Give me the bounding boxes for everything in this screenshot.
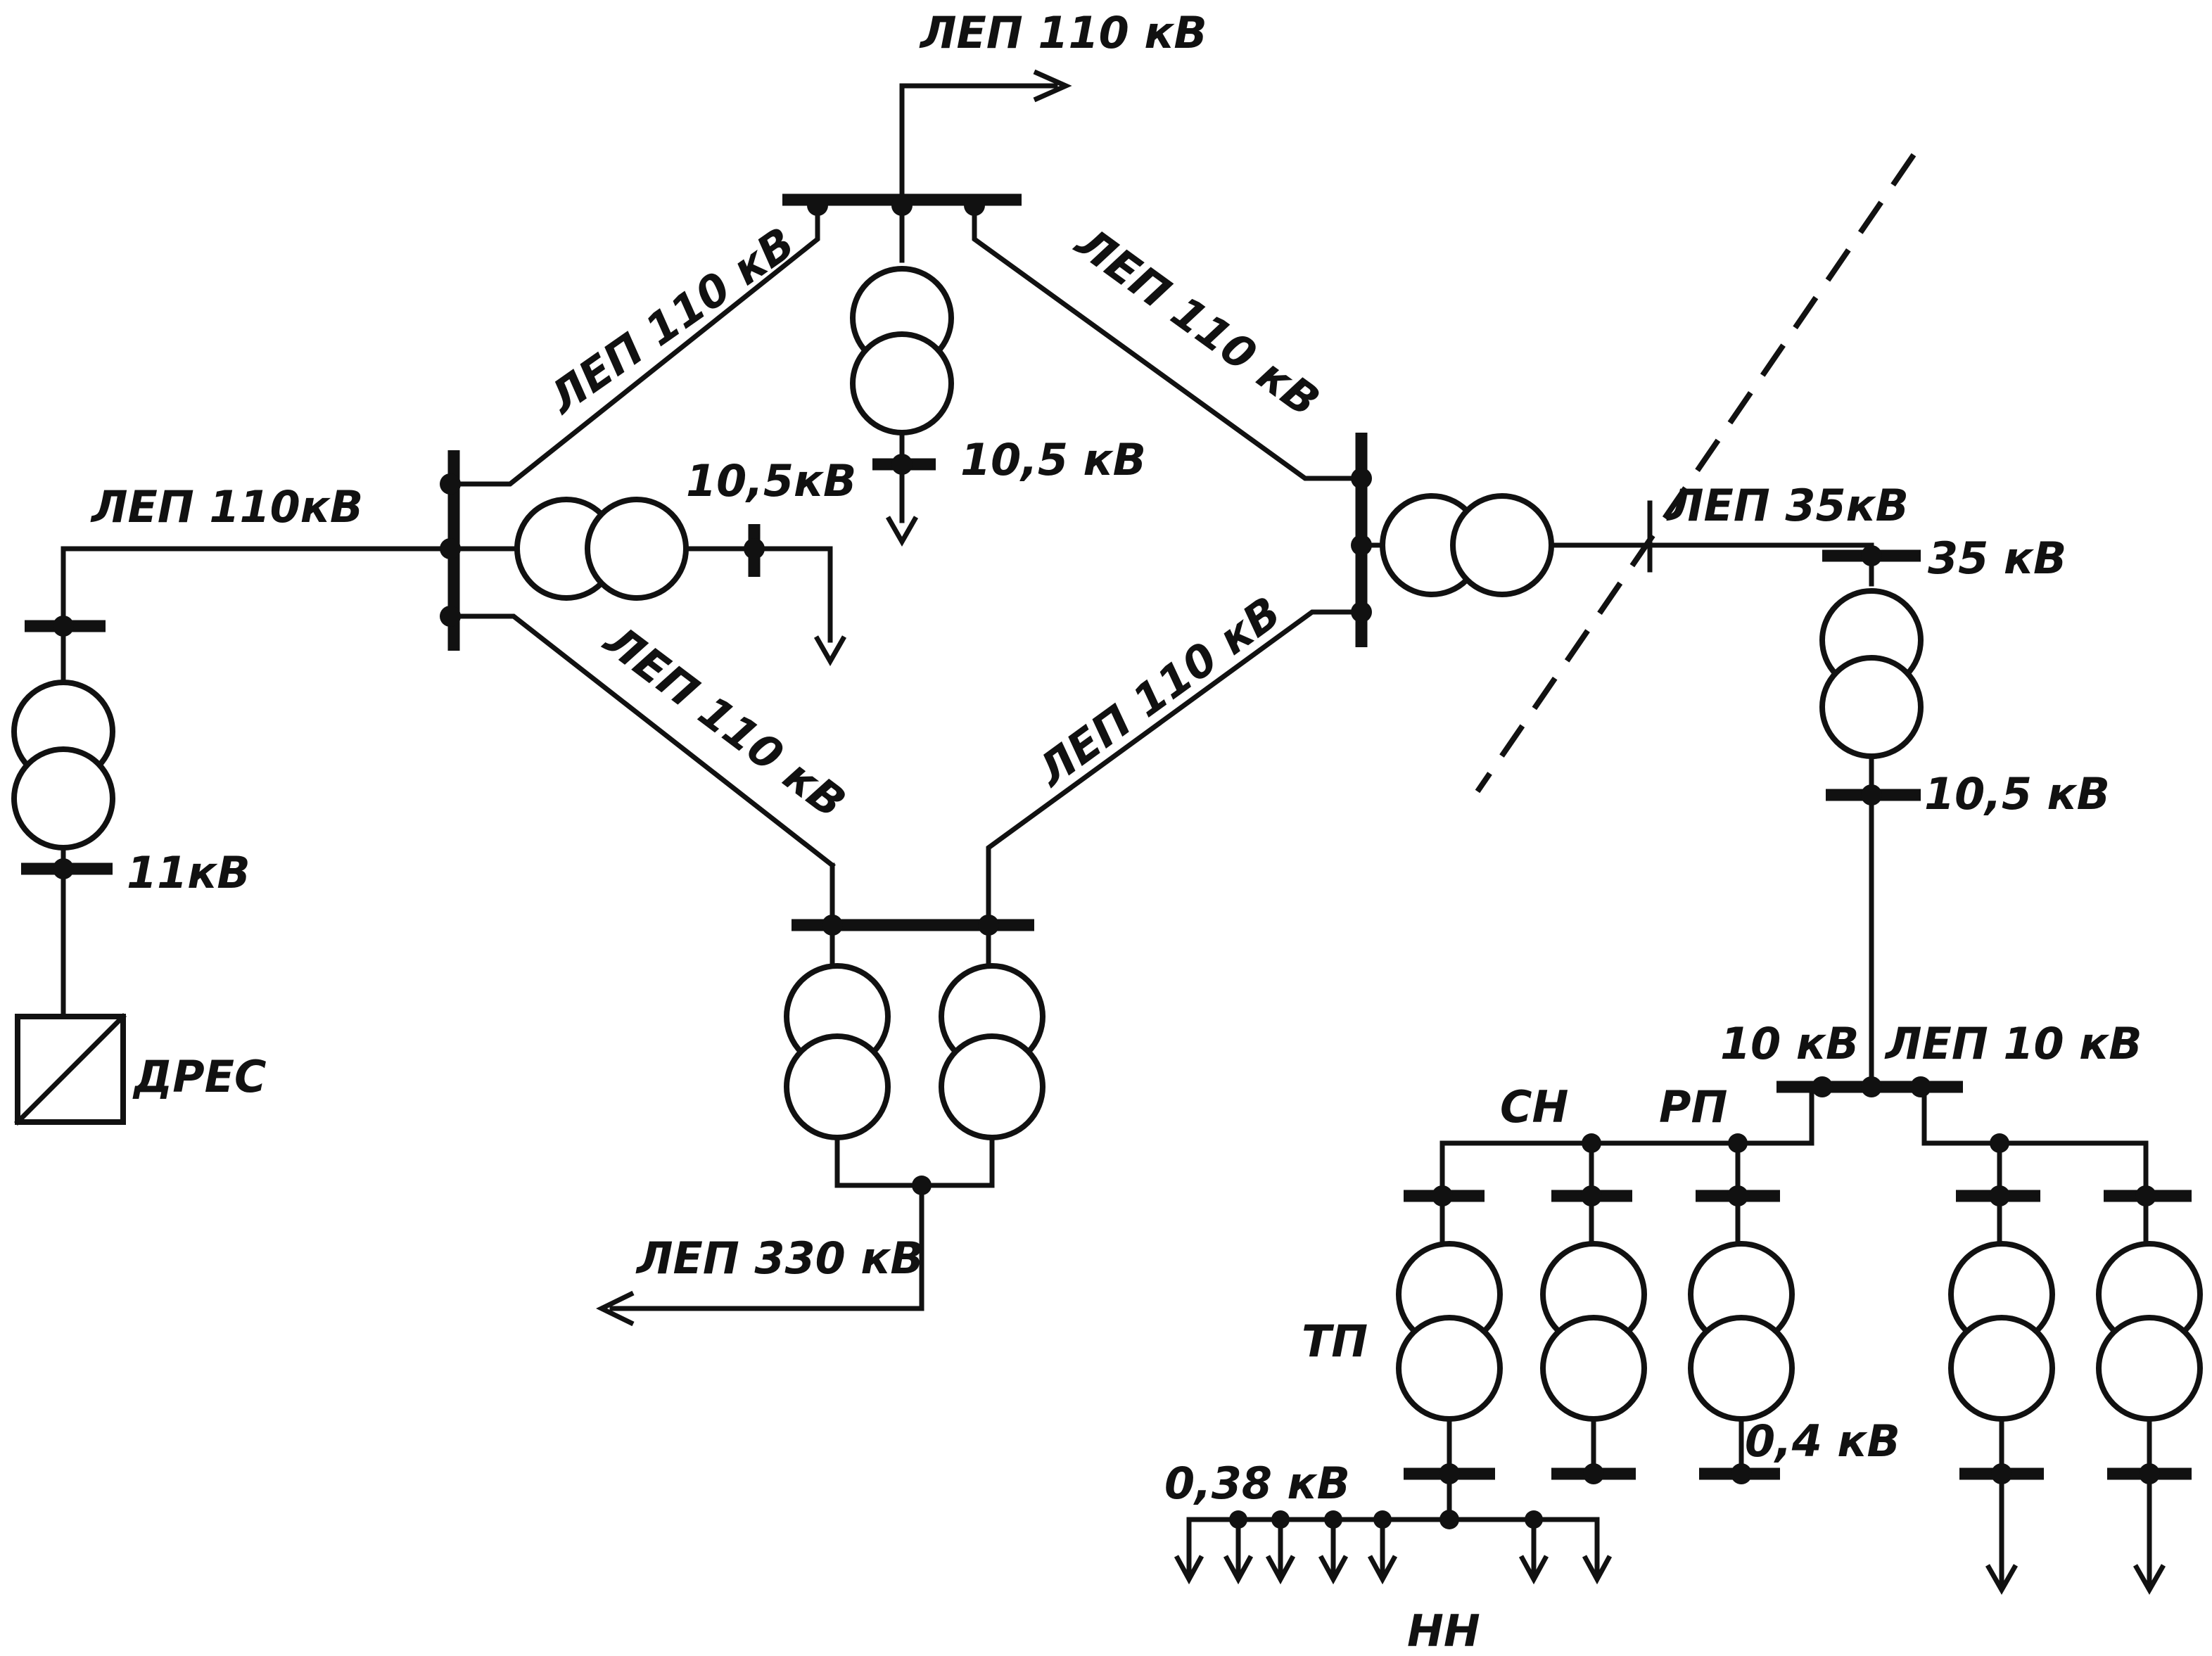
dres-transformer-lower-coil: [11, 746, 115, 851]
label-lep10: ЛЕП 10 кВ: [1884, 1018, 2142, 1069]
label-dres: ДРЕС: [132, 1051, 267, 1102]
sn-transformer-lower-coil: [1540, 1315, 1647, 1422]
right2-transformer-lower-coil: [2096, 1315, 2203, 1422]
bottom-transformer-1-lower-coil: [784, 1033, 891, 1140]
right-substation: [1351, 433, 1924, 1090]
label-tp: ТП: [1302, 1316, 1368, 1367]
line-top-to-right: [972, 203, 1364, 481]
label-nn: НН: [1407, 1605, 1480, 1656]
label-lep110-left: ЛЕП 110кВ: [90, 481, 363, 533]
dres-branch: [11, 546, 457, 1126]
label-0-38kv: 0,38 кВ: [1164, 1458, 1350, 1509]
top-substation: [782, 69, 1072, 547]
left-transformer-coil-2: [585, 497, 689, 601]
bottom-substation: [596, 862, 1045, 1327]
bottom-transformer-2-lower-coil: [939, 1033, 1045, 1140]
label-11kv: 11кВ: [127, 847, 250, 898]
line-right-to-bottom: [986, 609, 1364, 868]
top-outgoing-line: [899, 83, 1058, 203]
line-left-to-bottom: [451, 613, 836, 869]
label-sn: СН: [1500, 1081, 1568, 1133]
label-lep110-top: ЛЕП 110 кВ: [919, 7, 1207, 58]
top-transformer-lower-coil: [850, 331, 954, 435]
label-lep110-upper-left: ЛЕП 110 кВ: [538, 217, 803, 425]
label-lep110-upper-right: ЛЕП 110 кВ: [1066, 216, 1329, 427]
line-left-to-top: [451, 203, 820, 487]
boundary-dashed-line: [1475, 153, 1917, 794]
label-lep35: ЛЕП 35кВ: [1666, 480, 1909, 531]
distribution-10kv: [1174, 1076, 2203, 1596]
label-lep330: ЛЕП 330 кВ: [635, 1233, 924, 1284]
label-10-5kv-right: 10,5 кВ: [1924, 768, 2110, 820]
tp-transformer-lower-coil: [1396, 1315, 1503, 1422]
label-10kv: 10 кВ: [1720, 1018, 1859, 1069]
right1-transformer-lower-coil: [1948, 1315, 2055, 1422]
label-10-5kv-top: 10,5 кВ: [960, 434, 1146, 485]
label-10-5kv-mid: 10,5кВ: [686, 455, 856, 507]
nn-consumer-arrows: [1174, 1520, 1613, 1585]
label-0-4kv: 0,4 кВ: [1745, 1415, 1900, 1467]
rp-transformer-lower-coil: [1688, 1315, 1795, 1422]
right-transformer-coil-2: [1450, 493, 1554, 597]
label-rp: РП: [1659, 1081, 1727, 1133]
ring-lines: [451, 203, 1364, 869]
label-35kv: 35 кВ: [1928, 533, 2066, 584]
label-lep110-lower-right: ЛЕП 110 кВ: [1026, 586, 1290, 797]
35kv-transformer-lower-coil: [1819, 655, 1924, 759]
label-lep110-lower-left: ЛЕП 110 кВ: [594, 613, 855, 828]
